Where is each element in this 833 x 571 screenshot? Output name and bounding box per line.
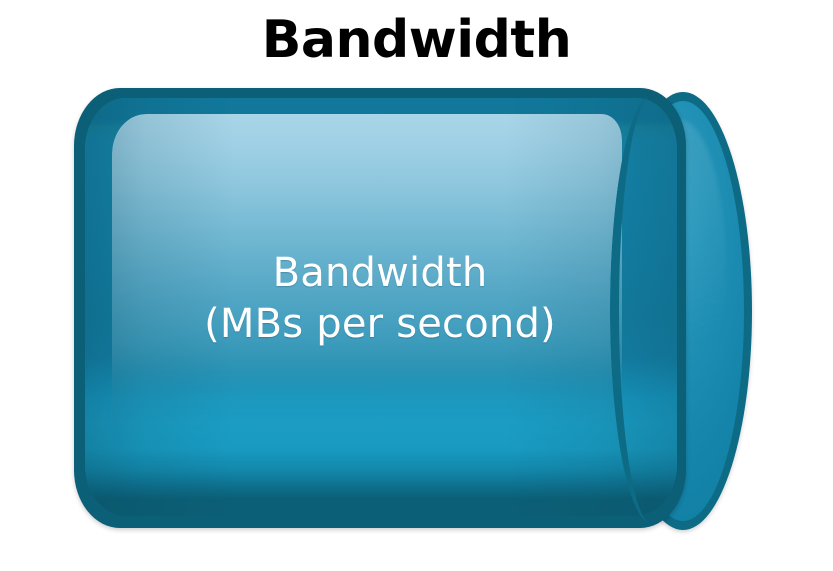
cylinder-diagram[interactable]: Bandwidth (MBs per second)	[74, 88, 754, 536]
cylinder-label-line-1: Bandwidth	[272, 250, 488, 296]
cylinder-body-outline: Bandwidth (MBs per second)	[74, 88, 686, 528]
cylinder-label-line-2: (MBs per second)	[204, 301, 556, 348]
cylinder-cap-seam	[610, 96, 694, 524]
cylinder-body-gloss-highlight	[112, 114, 622, 506]
cylinder-label: Bandwidth (MBs per second)	[74, 248, 686, 350]
page-title: Bandwidth	[261, 10, 572, 70]
